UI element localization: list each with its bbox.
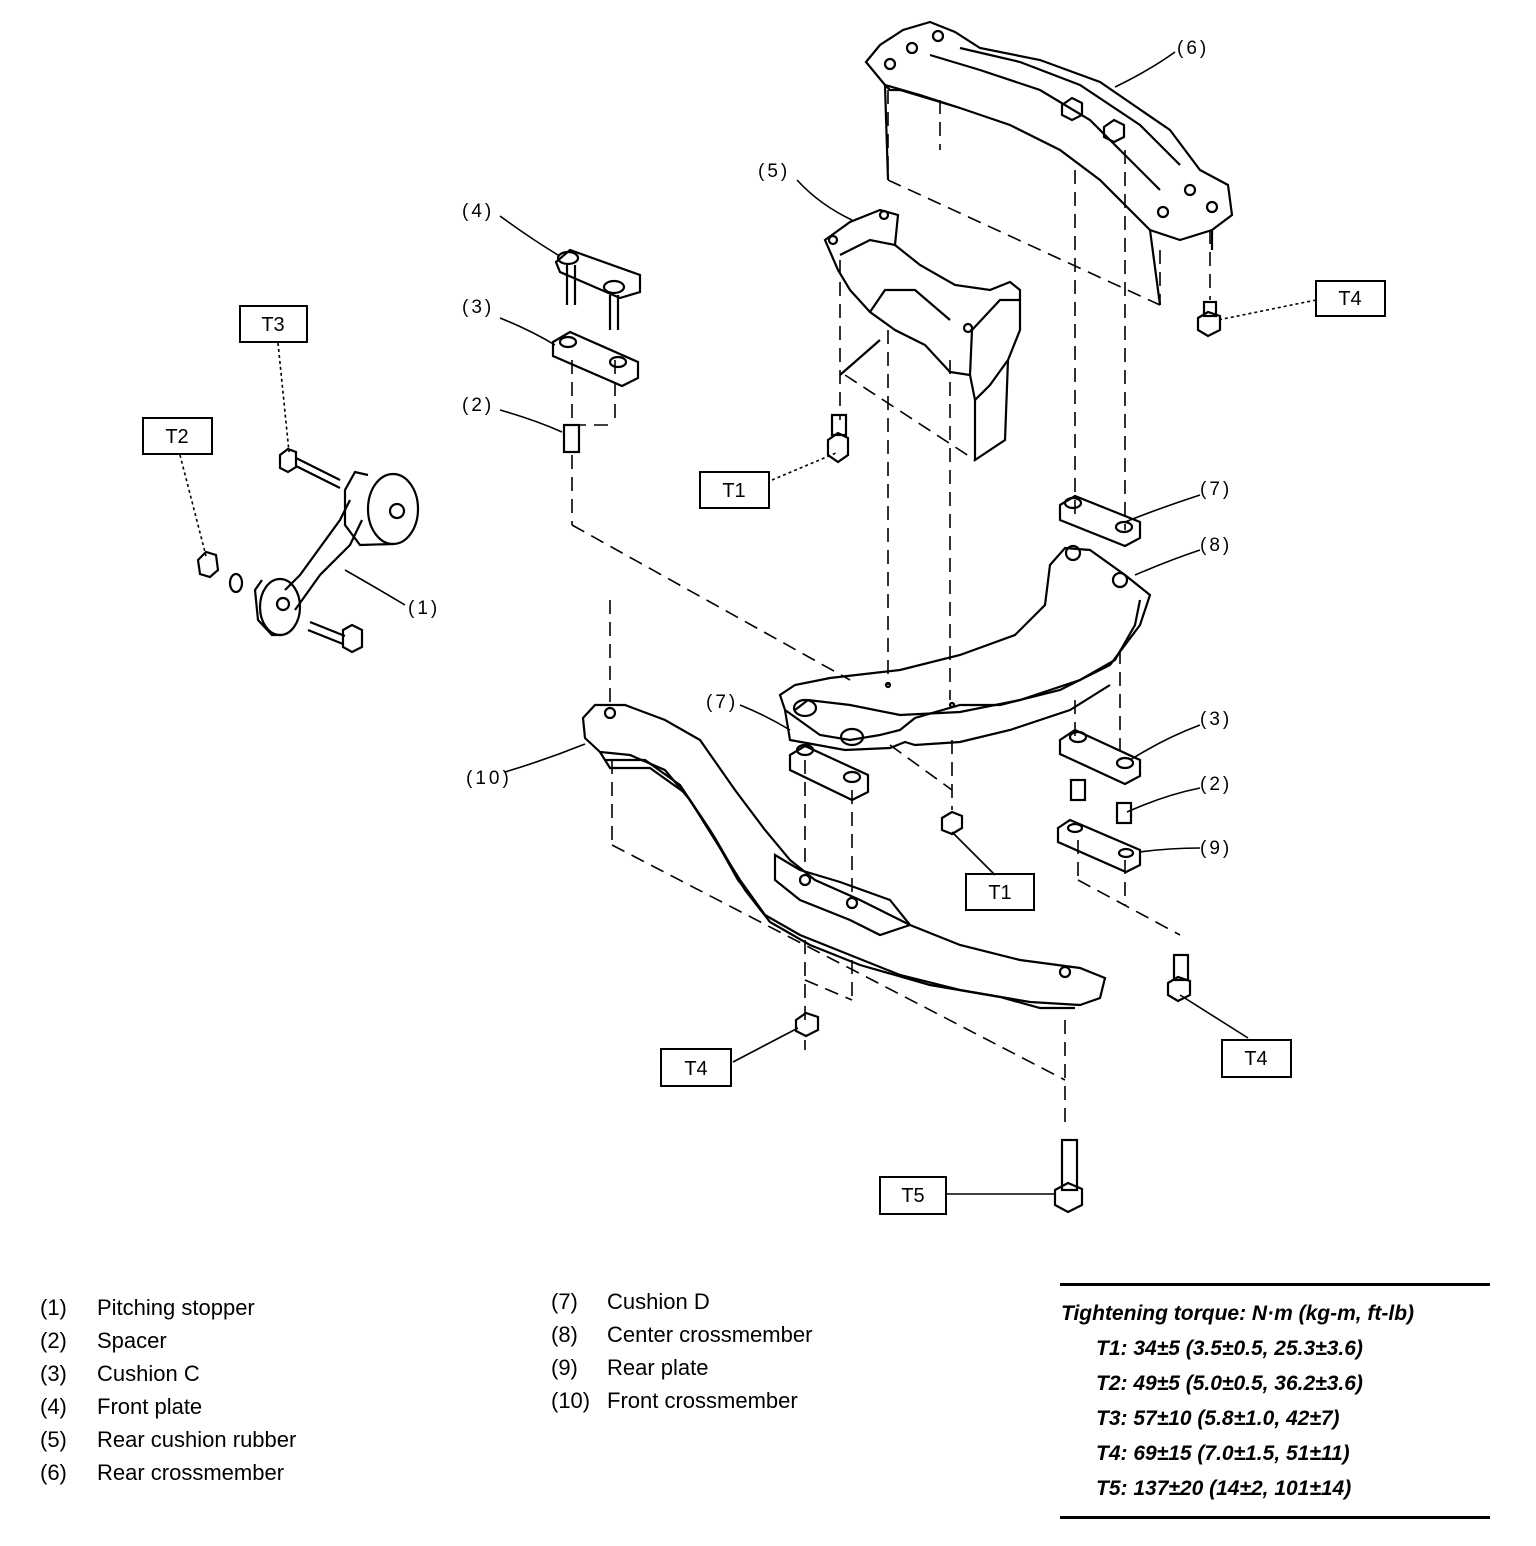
legend-item: (1) Pitching stopper	[40, 1291, 296, 1324]
cushion-d-upper	[1058, 494, 1142, 548]
legend-number: (6)	[40, 1460, 67, 1485]
leader-lines	[344, 51, 1201, 853]
rear-crossmember	[864, 20, 1234, 306]
tag-t3: T3	[261, 314, 284, 336]
legend-part-name: Rear crossmember	[97, 1460, 285, 1485]
legend-item: (9) Rear plate	[551, 1351, 812, 1384]
torque-leaders	[179, 299, 1317, 557]
legend-item: (5) Rear cushion rubber	[40, 1423, 296, 1456]
rear-plate-assembly	[940, 300, 1222, 1003]
legend-part-name: Cushion C	[97, 1361, 200, 1386]
torque-row-t1: T1: 34±5 (3.5±0.5, 25.3±3.6)	[1096, 1337, 1363, 1360]
callout-10: (10)	[466, 768, 512, 789]
legend-item: (2) Spacer	[40, 1324, 296, 1357]
rear-cushion-rubber	[823, 208, 1022, 464]
legend-number: (1)	[40, 1295, 67, 1320]
callout-2-right: (2)	[1200, 774, 1232, 795]
callout-1: (1)	[408, 598, 440, 619]
front-crossmember	[581, 703, 1107, 1214]
legend-part-name: Center crossmember	[607, 1322, 813, 1347]
callout-7-upper: (7)	[1200, 479, 1232, 500]
torque-row-t3: T3: 57±10 (5.8±1.0, 42±7)	[1096, 1407, 1340, 1430]
callout-5: (5)	[758, 161, 790, 182]
legend-number: (4)	[40, 1394, 67, 1419]
tag-t4-top: T4	[1338, 288, 1361, 310]
torque-tags: T3 T2 T4 T1 T1 T4 T4 T5	[142, 280, 1386, 1215]
torque-table-title: Tightening torque: N·m (kg-m, ft-lb)	[1061, 1302, 1415, 1325]
torque-spec-table: Tightening torque: N·m (kg-m, ft-lb) T1:…	[1060, 1283, 1490, 1519]
legend-number: (2)	[40, 1328, 67, 1353]
legend-item: (10) Front crossmember	[551, 1384, 812, 1417]
legend-item: (4) Front plate	[40, 1390, 296, 1423]
callout-6: (6)	[1177, 38, 1209, 59]
callout-2-left: (2)	[462, 395, 494, 416]
callouts: (1) (2) (2) (3) (3) (4) (5) (6) (7) (7) …	[408, 38, 1232, 859]
tag-t4-right: T4	[1244, 1048, 1267, 1070]
legend-number: (9)	[551, 1355, 578, 1380]
legend-part-name: Spacer	[97, 1328, 167, 1353]
torque-row-t4: T4: 69±15 (7.0±1.5, 51±11)	[1096, 1442, 1350, 1465]
torque-row-t2: T2: 49±5 (5.0±0.5, 36.2±3.6)	[1096, 1372, 1363, 1395]
callout-7-lower: (7)	[706, 692, 738, 713]
callout-4: (4)	[462, 201, 494, 222]
tag-t4-lower: T4	[684, 1058, 707, 1080]
tag-t2: T2	[165, 426, 188, 448]
legend-number: (3)	[40, 1361, 67, 1386]
center-crossmember	[778, 544, 1152, 752]
parts-legend-right: (7) Cushion D (8) Center crossmember (9) Re…	[551, 1285, 812, 1417]
legend-part-name: Front plate	[97, 1394, 203, 1419]
legend-part-name: Rear plate	[607, 1355, 709, 1380]
legend-part-name: Front crossmember	[607, 1388, 798, 1413]
legend-number: (10)	[551, 1388, 591, 1413]
callout-3-left: (3)	[462, 297, 494, 318]
legend-item: (8) Center crossmember	[551, 1318, 812, 1351]
torque-row-t5: T5: 137±20 (14±2, 101±14)	[1096, 1477, 1352, 1500]
cushion-d-lower	[788, 743, 870, 802]
callout-8: (8)	[1200, 535, 1232, 556]
legend-item: (3) Cushion C	[40, 1357, 296, 1390]
tag-t1-lower: T1	[988, 882, 1011, 904]
legend-part-name: Cushion D	[607, 1289, 710, 1314]
pitching-stopper	[196, 447, 420, 654]
legend-part-name: Rear cushion rubber	[97, 1427, 297, 1452]
torque-leaders-solid	[732, 831, 1249, 1195]
callout-9: (9)	[1200, 838, 1232, 859]
parts-legend-left: (1) Pitching stopper (2) Spacer (3) Cushion…	[40, 1291, 296, 1489]
legend-number: (5)	[40, 1427, 67, 1452]
tag-t1-upper: T1	[722, 480, 745, 502]
legend-item: (6) Rear crossmember	[40, 1456, 296, 1489]
legend-number: (8)	[551, 1322, 578, 1347]
alignment-lines	[571, 90, 1211, 1130]
legend-part-name: Pitching stopper	[97, 1295, 255, 1320]
callout-3-right: (3)	[1200, 709, 1232, 730]
legend-item: (7) Cushion D	[551, 1285, 812, 1318]
tag-t5: T5	[901, 1185, 924, 1207]
front-plate-assembly	[551, 248, 642, 454]
legend-number: (7)	[551, 1289, 578, 1314]
